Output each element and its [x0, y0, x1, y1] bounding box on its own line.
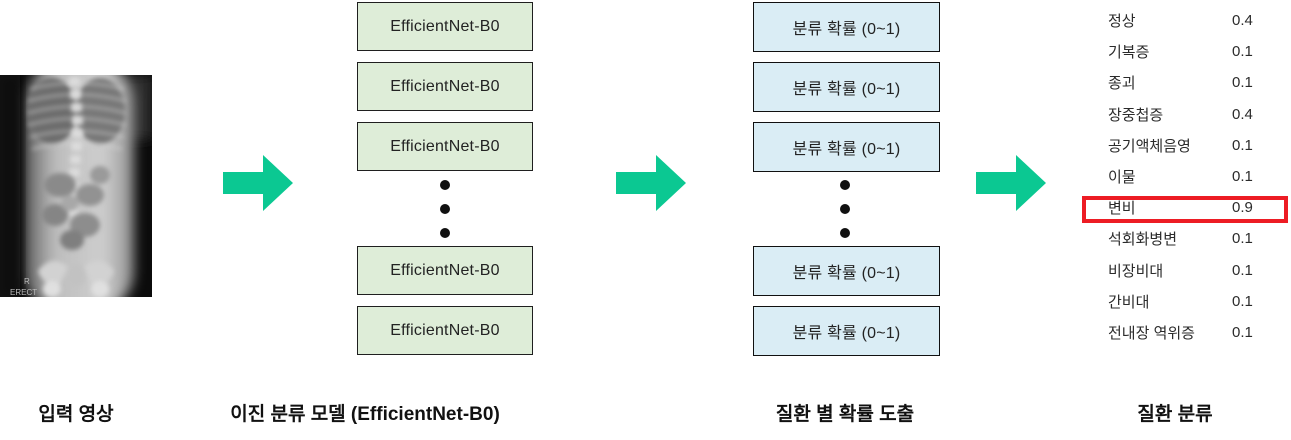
model-box: EfficientNet-B0 [357, 122, 533, 171]
ellipsis-dot [840, 228, 850, 238]
disease-row: 정상 0.4 [1108, 5, 1278, 36]
ellipsis-dot [840, 204, 850, 214]
disease-value: 0.1 [1232, 292, 1253, 310]
probability-box: 분류 확률 (0~1) [753, 2, 940, 52]
ellipsis-dot [440, 204, 450, 214]
disease-row: 비장비대 0.1 [1108, 255, 1278, 286]
arrow-right-icon [223, 155, 293, 211]
probability-box: 분류 확률 (0~1) [753, 62, 940, 112]
disease-name: 기복증 [1108, 44, 1150, 62]
disease-row: 장중첩증 0.4 [1108, 99, 1278, 130]
disease-row: 종괴 0.1 [1108, 67, 1278, 98]
disease-name: 석회화병변 [1108, 231, 1178, 249]
xray-marker-position: ERECT [10, 288, 37, 297]
disease-name: 종괴 [1108, 75, 1136, 93]
disease-value: 0.1 [1232, 74, 1253, 92]
stage2-caption: 이진 분류 모델 (EfficientNet-B0) [230, 403, 500, 425]
disease-name: 전내장 역위증 [1108, 324, 1195, 342]
disease-value: 0.1 [1232, 43, 1253, 61]
arrow-right-icon [976, 155, 1046, 211]
disease-value: 0.1 [1232, 230, 1253, 248]
disease-value: 0.4 [1232, 105, 1253, 123]
disease-name: 이물 [1108, 169, 1136, 187]
disease-value: 0.4 [1232, 12, 1253, 30]
disease-value: 0.1 [1232, 136, 1253, 154]
highlight-red-box [1082, 196, 1288, 223]
model-box: EfficientNet-B0 [357, 2, 533, 51]
disease-name: 공기액체음영 [1108, 137, 1191, 155]
disease-value: 0.1 [1232, 323, 1253, 341]
probability-box: 분류 확률 (0~1) [753, 246, 940, 296]
disease-row: 석회화병변 0.1 [1108, 223, 1278, 254]
disease-name: 정상 [1108, 13, 1136, 31]
ellipsis-dot [840, 180, 850, 190]
disease-row: 공기액체음영 0.1 [1108, 130, 1278, 161]
disease-row: 이물 0.1 [1108, 161, 1278, 192]
stage1-caption: 입력 영상 [38, 403, 114, 425]
model-box: EfficientNet-B0 [357, 246, 533, 295]
disease-row: 간비대 0.1 [1108, 286, 1278, 317]
disease-row-highlighted: 변비 0.9 [1108, 192, 1278, 223]
model-box: EfficientNet-B0 [357, 306, 533, 355]
ellipsis-dot [440, 228, 450, 238]
disease-name: 비장비대 [1108, 262, 1164, 280]
disease-name: 변비 [1108, 200, 1136, 218]
disease-probability-list: 정상 0.4 기복증 0.1 종괴 0.1 장중첩증 0.4 공기액체음영 0.… [1108, 5, 1278, 348]
disease-value: 0.1 [1232, 261, 1253, 279]
arrow-right-icon [616, 155, 686, 211]
stage4-caption: 질환 분류 [1137, 403, 1213, 425]
xray-marker-side: R [24, 277, 30, 286]
disease-value: 0.1 [1232, 168, 1253, 186]
stage3-caption: 질환 별 확률 도출 [775, 403, 915, 425]
disease-row: 전내장 역위증 0.1 [1108, 317, 1278, 348]
probability-box: 분류 확률 (0~1) [753, 306, 940, 356]
probability-box: 분류 확률 (0~1) [753, 122, 940, 172]
disease-name: 장중첩증 [1108, 106, 1164, 124]
disease-value: 0.9 [1232, 199, 1253, 217]
disease-row: 기복증 0.1 [1108, 36, 1278, 67]
xray-image: R ERECT [0, 75, 152, 297]
ellipsis-dot [440, 180, 450, 190]
model-box: EfficientNet-B0 [357, 62, 533, 111]
disease-name: 간비대 [1108, 293, 1150, 311]
